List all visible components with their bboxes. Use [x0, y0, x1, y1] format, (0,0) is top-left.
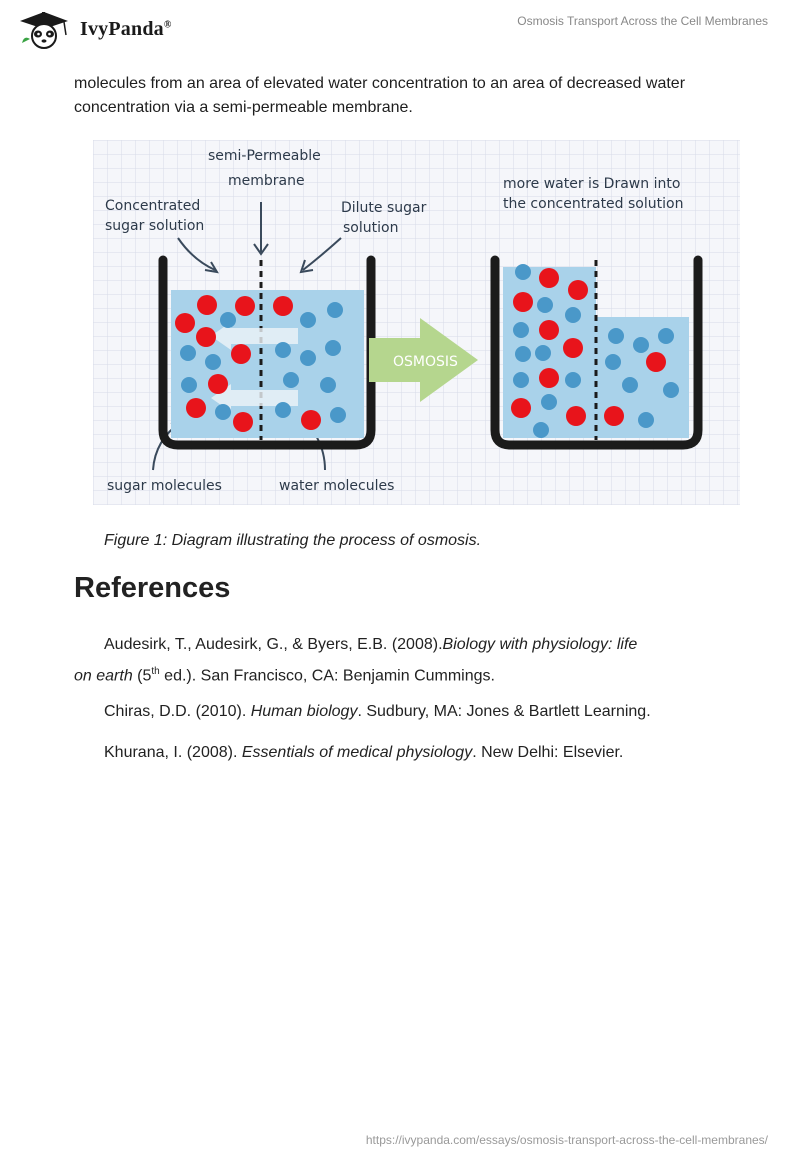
concentrated-label-line1: Concentrated: [105, 198, 200, 214]
figure-caption: Figure 1: Diagram illustrating the proce…: [104, 532, 481, 550]
references-heading: References: [74, 572, 230, 605]
panda-logo-icon: [14, 9, 74, 49]
reference-item: Audesirk, T., Audesirk, G., & Byers, E.B…: [74, 631, 714, 689]
osmosis-diagram-svg: semi-Permeable membrane Concentrated sug…: [93, 140, 740, 505]
dilute-label-line2: solution: [343, 220, 398, 236]
dilute-label-line1: Dilute sugar: [341, 200, 427, 216]
concentrated-label-line2: sugar solution: [105, 218, 204, 234]
water-molecules-label: water molecules: [279, 478, 394, 494]
reference-item: Khurana, I. (2008). Essentials of medica…: [74, 739, 714, 766]
osmosis-diagram: semi-Permeable membrane Concentrated sug…: [93, 140, 740, 505]
more-water-label-line2: the concentrated solution: [503, 196, 683, 212]
site-logo[interactable]: IvyPanda®: [14, 9, 172, 49]
osmosis-arrow-label: OSMOSIS: [393, 354, 458, 370]
reference-item: Chiras, D.D. (2010). Human biology. Sudb…: [74, 698, 714, 725]
footer-url-link[interactable]: https://ivypanda.com/essays/osmosis-tran…: [366, 1133, 768, 1147]
sugar-molecules-label: sugar molecules: [107, 478, 222, 494]
more-water-label-line1: more water is Drawn into: [503, 176, 680, 192]
document-title: Osmosis Transport Across the Cell Membra…: [517, 14, 768, 28]
membrane-label-line1: semi-Permeable: [208, 148, 321, 164]
membrane-label-line2: membrane: [228, 173, 305, 189]
body-paragraph: molecules from an area of elevated water…: [74, 72, 734, 120]
logo-text: IvyPanda®: [80, 18, 172, 41]
